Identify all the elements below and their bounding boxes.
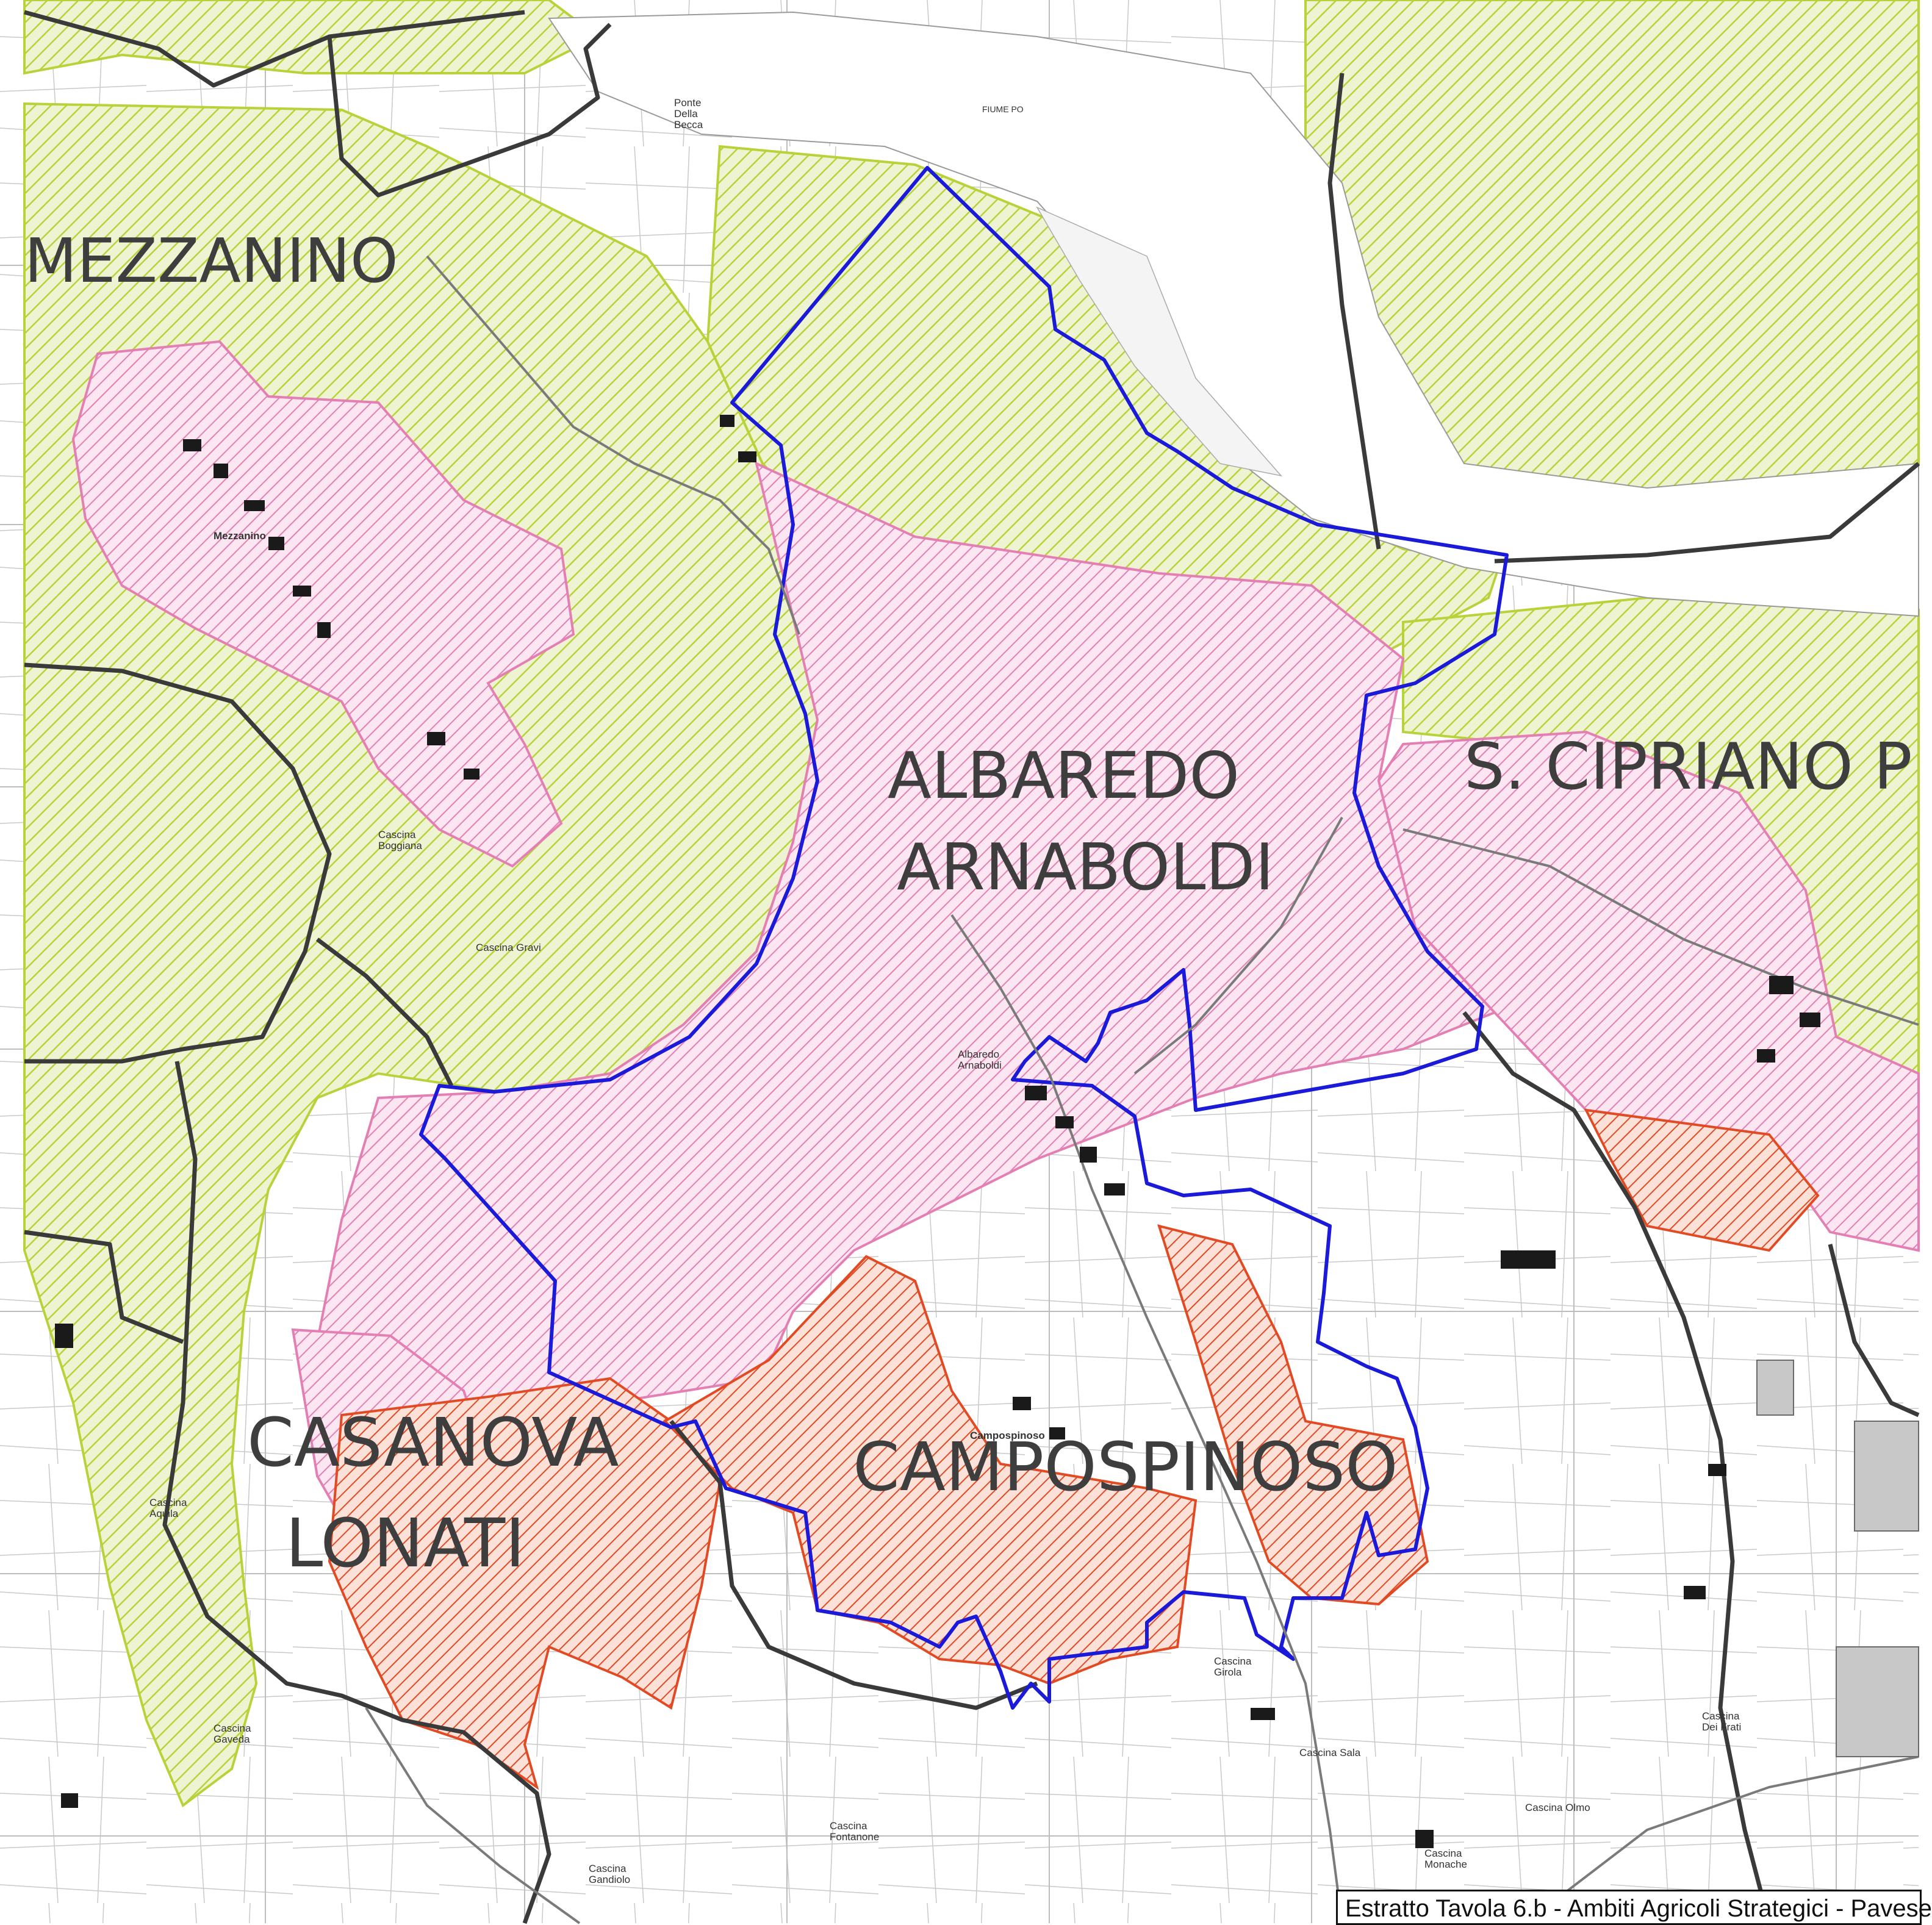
border-east-south: [1828, 1244, 1920, 1418]
river-sandbar: [1036, 206, 1283, 477]
label-casanova-line2: LONATI: [285, 1504, 525, 1582]
border-mezzanino-inner: [327, 23, 612, 198]
map-caption: Estratto Tavola 6.b - Ambiti Agricoli St…: [1336, 1890, 1932, 1925]
town-label-cascina-olmo: Cascina Olmo: [1525, 1802, 1590, 1813]
industrial-buildings: [1756, 1360, 1919, 1757]
town-label-mezzanino: Mezzanino: [214, 530, 266, 542]
border-west-river: [24, 662, 332, 1064]
label-casanova-line1: CASANOVA: [247, 1403, 619, 1482]
red-areas: [328, 1108, 1820, 1790]
border-campospinoso-west: [669, 1419, 1038, 1710]
built-up-areas: [55, 415, 1820, 1848]
border-northeast: [1494, 462, 1920, 564]
label-albaredo-line2: ARNABOLDI: [897, 830, 1274, 905]
town-label-campospinoso: Campospinoso: [970, 1430, 1045, 1441]
town-label-cascina-sala: Cascina Sala: [1299, 1747, 1361, 1758]
red-area-casanova-lonati: [328, 1377, 722, 1790]
border-casanova-south: [24, 1230, 184, 1344]
label-mezzanino: MEZZANINO: [24, 225, 398, 296]
pink-areas: [71, 340, 1920, 1563]
label-campospinoso: CAMPOSPINOSO: [853, 1428, 1398, 1506]
border-albaredo-casanova: [315, 937, 454, 1087]
border-casanova-west: [162, 1061, 551, 1924]
border-cipriano: [1462, 1011, 1772, 1924]
main-roads: [365, 255, 1919, 1924]
study-area-border: [419, 166, 1509, 1710]
pink-area-albaredo: [315, 461, 1497, 1411]
municipal-borders: [24, 10, 1920, 1924]
pink-area-cipriano: [1377, 730, 1920, 1252]
border-mezzanino-north: [24, 10, 525, 88]
pink-area-mezzanino: [71, 340, 575, 868]
label-albaredo-line1: ALBAREDO: [888, 739, 1240, 813]
label-san-cipriano: S. CIPRIANO P: [1464, 729, 1912, 804]
river-po: [548, 11, 1919, 617]
river-label-fiume-po: FIUME PO: [982, 104, 1024, 114]
town-label-cascina-gravi: Cascina Gravi: [476, 942, 541, 953]
red-area-east-campospinoso: [1157, 1224, 1429, 1606]
border-east-vertical: [1327, 73, 1381, 550]
red-area-cipriano-south: [1584, 1108, 1820, 1252]
red-area-campospinoso: [663, 1255, 1198, 1685]
